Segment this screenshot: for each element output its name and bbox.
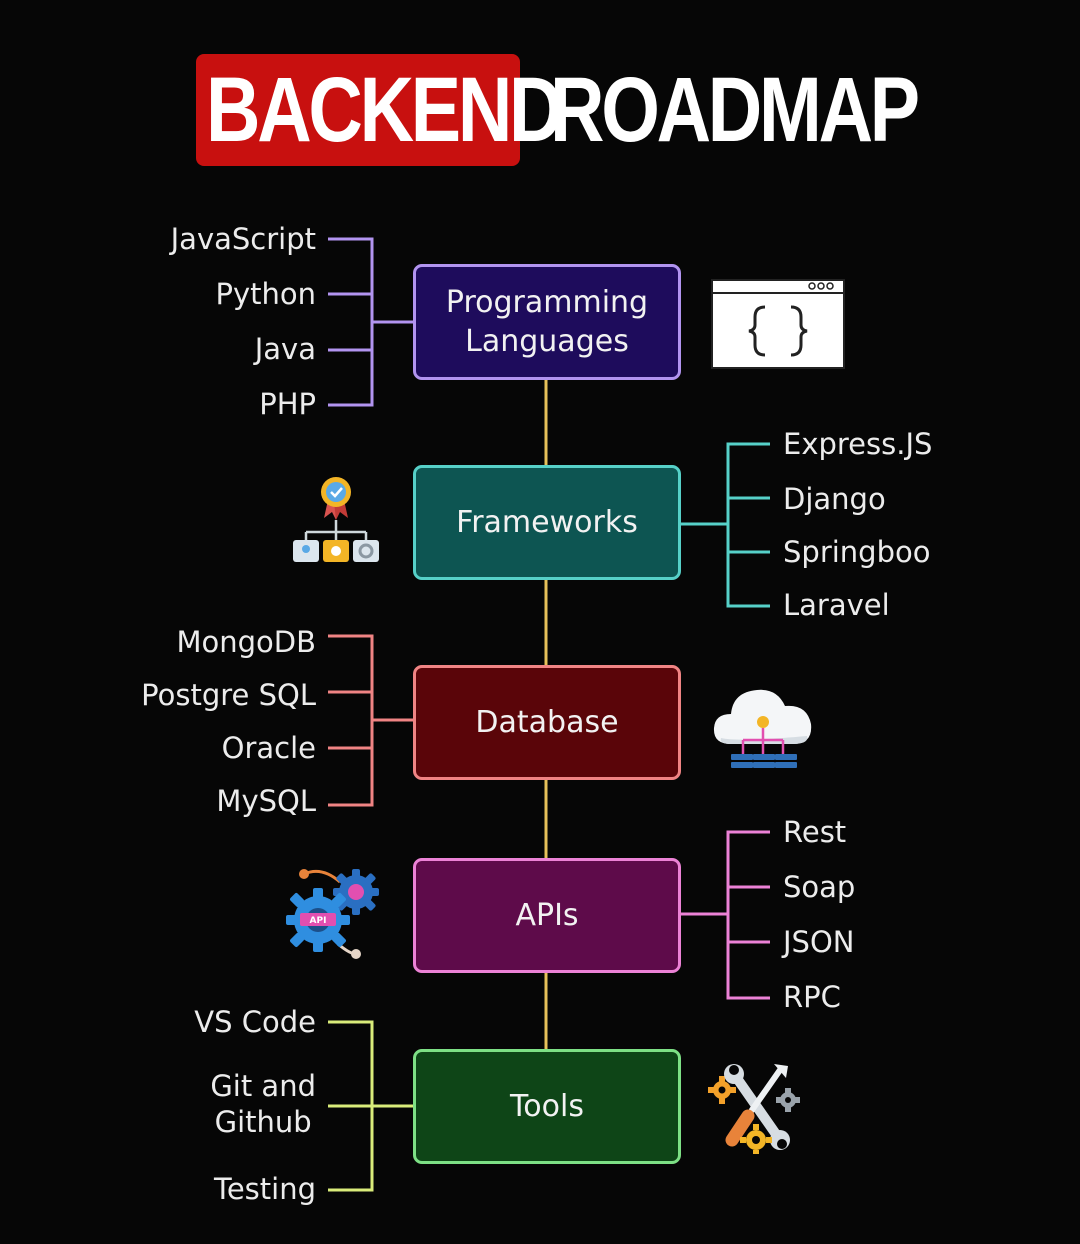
- framework-item: Express.JS: [783, 427, 933, 461]
- node-label: Database: [475, 705, 619, 740]
- framework-item: Django: [783, 482, 886, 516]
- node-tools: Tools: [413, 1049, 681, 1164]
- frameworks-bracket: [681, 442, 770, 608]
- node-database: Database: [413, 665, 681, 780]
- node-label: Tools: [510, 1089, 584, 1124]
- tools-bracket: [328, 1020, 413, 1192]
- database-bracket: [328, 634, 413, 807]
- tools-gears-icon: [708, 1064, 800, 1154]
- language-item: Java: [254, 332, 316, 366]
- language-item: JavaScript: [170, 222, 316, 256]
- tool-item: Testing: [214, 1172, 316, 1206]
- apis-bracket: [681, 830, 770, 1000]
- language-item: PHP: [259, 387, 316, 421]
- node-label: Programming Languages: [445, 285, 649, 359]
- title-roadmap: ROADMAP: [550, 59, 920, 161]
- api-badge-text: API: [310, 916, 327, 926]
- code-window-icon: [711, 279, 845, 369]
- language-item: Python: [215, 277, 316, 311]
- framework-item: Springboo: [783, 535, 931, 569]
- api-item: Soap: [783, 870, 856, 904]
- title-badge: [196, 54, 520, 166]
- database-item: Oracle: [221, 731, 316, 765]
- api-item: JSON: [783, 925, 855, 959]
- cloud-database-icon: [713, 689, 812, 768]
- title-backend: BACKEND: [206, 59, 564, 161]
- languages-bracket: [328, 237, 413, 407]
- node-programming-languages: Programming Languages: [413, 264, 681, 380]
- database-item: MySQL: [216, 784, 316, 818]
- node-frameworks: Frameworks: [413, 465, 681, 580]
- node-label: Frameworks: [456, 505, 638, 540]
- tool-item: VS Code: [194, 1005, 316, 1039]
- tool-item: Git and Github: [210, 1069, 316, 1139]
- node-label: APIs: [515, 898, 579, 933]
- node-apis: APIs: [413, 858, 681, 973]
- api-gears-icon: API: [286, 869, 379, 959]
- database-item: Postgre SQL: [141, 678, 316, 712]
- api-item: RPC: [783, 980, 841, 1014]
- api-item: Rest: [783, 815, 847, 849]
- award-hierarchy-icon: [293, 477, 379, 562]
- framework-item: Laravel: [783, 588, 890, 622]
- database-item: MongoDB: [176, 625, 316, 659]
